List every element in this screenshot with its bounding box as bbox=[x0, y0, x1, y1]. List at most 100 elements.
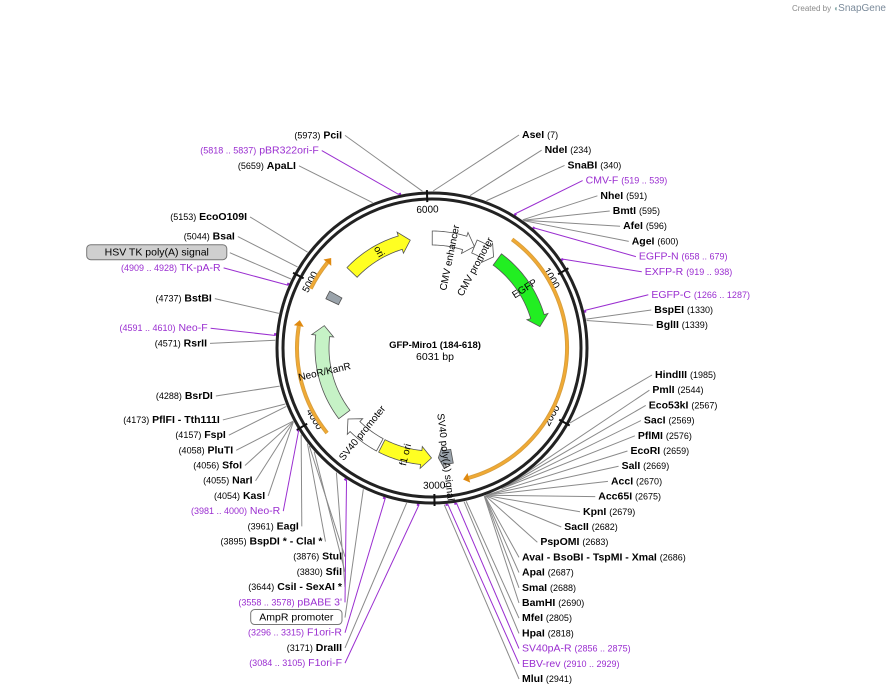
site-label: Acc65I (2675) bbox=[598, 491, 661, 503]
enzyme-site-kasi: (4054) KasI bbox=[214, 490, 265, 502]
primer-name: F1ori-R bbox=[307, 627, 342, 639]
enzyme-site-mfei: MfeI (2805) bbox=[522, 612, 572, 624]
enzyme-site-eco53ki: Eco53kI (2567) bbox=[649, 399, 718, 411]
feature-box-hsv-tk-poly-a-signal: HSV TK poly(A) signal bbox=[86, 244, 228, 261]
enzyme-site-stui: (3876) StuI bbox=[293, 551, 342, 563]
enzyme-site-mlui: MluI (2941) bbox=[522, 673, 572, 685]
leader-line bbox=[443, 504, 520, 680]
site-label: PflMI (2576) bbox=[638, 430, 692, 442]
site-name-part: Acc65I bbox=[598, 491, 632, 503]
site-position: (2567) bbox=[691, 400, 717, 410]
primer-name: F1ori-F bbox=[308, 657, 342, 669]
leader-line bbox=[267, 421, 294, 497]
primer-site-mark bbox=[513, 212, 517, 217]
tick-mark bbox=[292, 271, 305, 280]
enzyme-site-asei: AseI (7) bbox=[522, 129, 558, 141]
primer-label: EBV-rev (2910 .. 2929) bbox=[522, 658, 619, 670]
leader-line bbox=[532, 227, 637, 258]
site-label: (4737) BstBI bbox=[155, 293, 211, 305]
leader-line bbox=[229, 252, 292, 280]
enzyme-site-apali: (5659) ApaLI bbox=[238, 160, 296, 172]
enzyme-site-kpni: KpnI (2679) bbox=[583, 506, 635, 518]
leader-line bbox=[487, 480, 608, 496]
primer-label: SV40pA-R (2856 .. 2875) bbox=[522, 643, 631, 655]
site-name-part: BsrDI bbox=[185, 390, 213, 402]
leader-line bbox=[344, 497, 386, 633]
enzyme-site-pflfi-tth111i: (4173) PflFI - Tth111I bbox=[123, 414, 220, 426]
site-position: (5044) bbox=[184, 232, 210, 242]
leader-line bbox=[321, 150, 400, 195]
site-position: (2659) bbox=[663, 446, 689, 456]
site-name-part: BspDI bbox=[249, 536, 279, 548]
site-label: (4054) KasI bbox=[214, 490, 265, 502]
feature-box-ampr-promoter: AmpR promoter bbox=[250, 609, 343, 626]
leader-line bbox=[513, 180, 583, 215]
snapgene-logo-icon: ◖ bbox=[833, 4, 839, 13]
site-name-part: BsaI bbox=[213, 231, 235, 243]
primer-name: CMV-F bbox=[586, 175, 619, 187]
leader-line bbox=[306, 443, 326, 542]
site-label: PspOMI (2683) bbox=[540, 536, 608, 548]
feature-box-label: AmpR promoter bbox=[259, 612, 334, 624]
backbone-inner-ring bbox=[281, 197, 583, 499]
enzyme-site-afei: AfeI (596) bbox=[623, 220, 667, 232]
enzyme-site-csii-sexai: (3644) CsiI - SexAI * bbox=[248, 581, 343, 593]
backbone-outer-ring bbox=[275, 191, 589, 505]
site-label: BamHI (2690) bbox=[522, 597, 584, 609]
enzyme-site-ndei: NdeI (234) bbox=[545, 144, 592, 156]
site-position: (4055) bbox=[203, 476, 229, 486]
leader-lines bbox=[209, 134, 654, 680]
site-position: (3830) bbox=[297, 567, 323, 577]
leader-line bbox=[255, 421, 294, 482]
site-position: (2569) bbox=[668, 416, 694, 426]
primer-range: (658 .. 679) bbox=[682, 252, 728, 262]
leader-line bbox=[584, 294, 649, 311]
site-position: (2688) bbox=[550, 583, 576, 593]
enzyme-site-sfoi: (4056) SfoI bbox=[193, 460, 242, 472]
leader-line bbox=[484, 495, 520, 558]
leader-line bbox=[447, 504, 520, 665]
primer-label: CMV-F (519 .. 539) bbox=[586, 175, 668, 187]
primer-label: EXFP-R (919 .. 938) bbox=[645, 266, 732, 278]
feature-box bbox=[86, 244, 228, 261]
site-label: (4056) SfoI bbox=[193, 460, 242, 472]
site-name-part: SacII bbox=[564, 521, 589, 533]
site-position: (5153) bbox=[170, 212, 196, 222]
site-name-part: AfeI bbox=[623, 220, 643, 232]
enzyme-site-ecoo109i: (5153) EcoO109I bbox=[170, 211, 247, 223]
site-label: SalI (2669) bbox=[622, 460, 670, 472]
primer-neo-f: (4591 .. 4610) Neo-F bbox=[119, 322, 207, 334]
primer-site-mark bbox=[531, 226, 536, 231]
feature-ori: ori bbox=[346, 231, 411, 278]
feature-arrow bbox=[437, 446, 454, 469]
leader-line bbox=[335, 472, 346, 588]
site-name-part: PflMI bbox=[638, 430, 663, 442]
site-name-part: SalI bbox=[622, 460, 641, 472]
site-position: (4058) bbox=[179, 445, 205, 455]
site-label: AccI (2670) bbox=[611, 475, 662, 487]
leader-line bbox=[502, 404, 646, 489]
site-name-part: PluTI bbox=[208, 444, 234, 456]
feature-label: ori bbox=[371, 244, 386, 259]
leader-line bbox=[432, 134, 520, 192]
leader-line bbox=[522, 195, 598, 221]
site-position: (1330) bbox=[687, 305, 713, 315]
feature-marker bbox=[325, 290, 343, 306]
site-label: BspEI (1330) bbox=[654, 304, 713, 316]
enzyme-site-bmti: BmtI (595) bbox=[613, 205, 660, 217]
site-position: (3171) bbox=[287, 643, 313, 653]
site-position: (4571) bbox=[155, 338, 181, 348]
primer-range: (5818 .. 5837) bbox=[200, 146, 256, 156]
plasmid-backbone bbox=[275, 191, 589, 505]
tick-label: 6000 bbox=[416, 204, 439, 216]
site-position: (340) bbox=[600, 160, 621, 170]
site-position: (2679) bbox=[609, 507, 635, 517]
site-label: NheI (591) bbox=[600, 190, 647, 202]
site-name-part: EagI bbox=[277, 520, 299, 532]
site-name-part: AgeI bbox=[632, 235, 655, 247]
site-name-part: CsiI bbox=[277, 581, 296, 593]
leader-line bbox=[487, 465, 619, 496]
site-position: (2675) bbox=[635, 492, 661, 502]
leader-line bbox=[485, 495, 562, 528]
